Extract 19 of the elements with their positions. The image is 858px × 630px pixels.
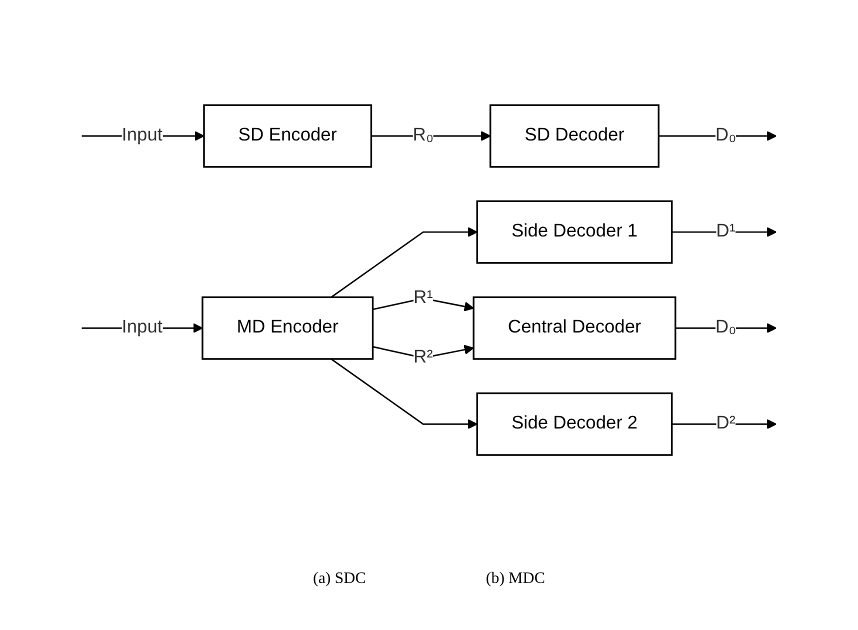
caption: (b) MDC <box>486 570 545 588</box>
edge-label: Input <box>122 318 162 338</box>
node-box: MD Encoder <box>202 296 374 360</box>
edge-label: D² <box>716 414 736 434</box>
edge-label: R² <box>414 347 433 367</box>
edge-label: D¹ <box>716 222 736 242</box>
edge-label: R¹ <box>414 288 433 308</box>
arrow <box>330 358 478 430</box>
edge-label: Input <box>122 126 162 146</box>
node-box: Central Decoder <box>472 296 676 360</box>
edge-label: D₀ <box>715 318 736 338</box>
caption: (a) SDC <box>313 570 366 588</box>
node-box: SD Encoder <box>203 104 372 168</box>
edge-label: R₀ <box>412 126 434 146</box>
edge-label: D₀ <box>715 126 736 146</box>
arrow <box>330 226 478 298</box>
node-box: Side Decoder 2 <box>476 392 673 456</box>
node-box: SD Decoder <box>490 104 660 168</box>
node-box: Side Decoder 1 <box>476 200 673 264</box>
